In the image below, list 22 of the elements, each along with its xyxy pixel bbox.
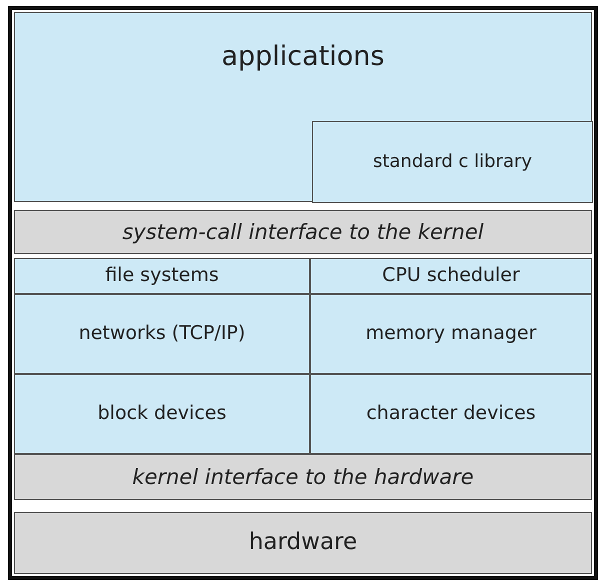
- layer-label: CPU scheduler: [382, 263, 520, 288]
- layer-label: hardware: [248, 528, 358, 558]
- layer-label: applications: [221, 40, 384, 74]
- layer-box: [14, 12, 592, 202]
- layer-box: [310, 374, 592, 454]
- layer-box: [14, 374, 310, 454]
- layer-box: [14, 454, 592, 500]
- layer-label: kernel interface to the hardware: [132, 464, 474, 491]
- layer-box: [312, 121, 593, 203]
- layer-label: character devices: [366, 401, 536, 426]
- layer-box: [14, 258, 310, 294]
- layer-box: [310, 294, 592, 374]
- layer-label: memory manager: [366, 321, 536, 346]
- layer-label: block devices: [98, 401, 226, 426]
- layer-box: [14, 210, 592, 254]
- layer-label: standard c library: [372, 150, 532, 174]
- layer-box: [14, 294, 310, 374]
- layer-label: system-call interface to the kernel: [122, 218, 484, 246]
- layer-label: file systems: [105, 263, 219, 288]
- layer-box: [310, 258, 592, 294]
- layer-box: [14, 512, 592, 574]
- layer-label: networks (TCP/IP): [78, 321, 246, 346]
